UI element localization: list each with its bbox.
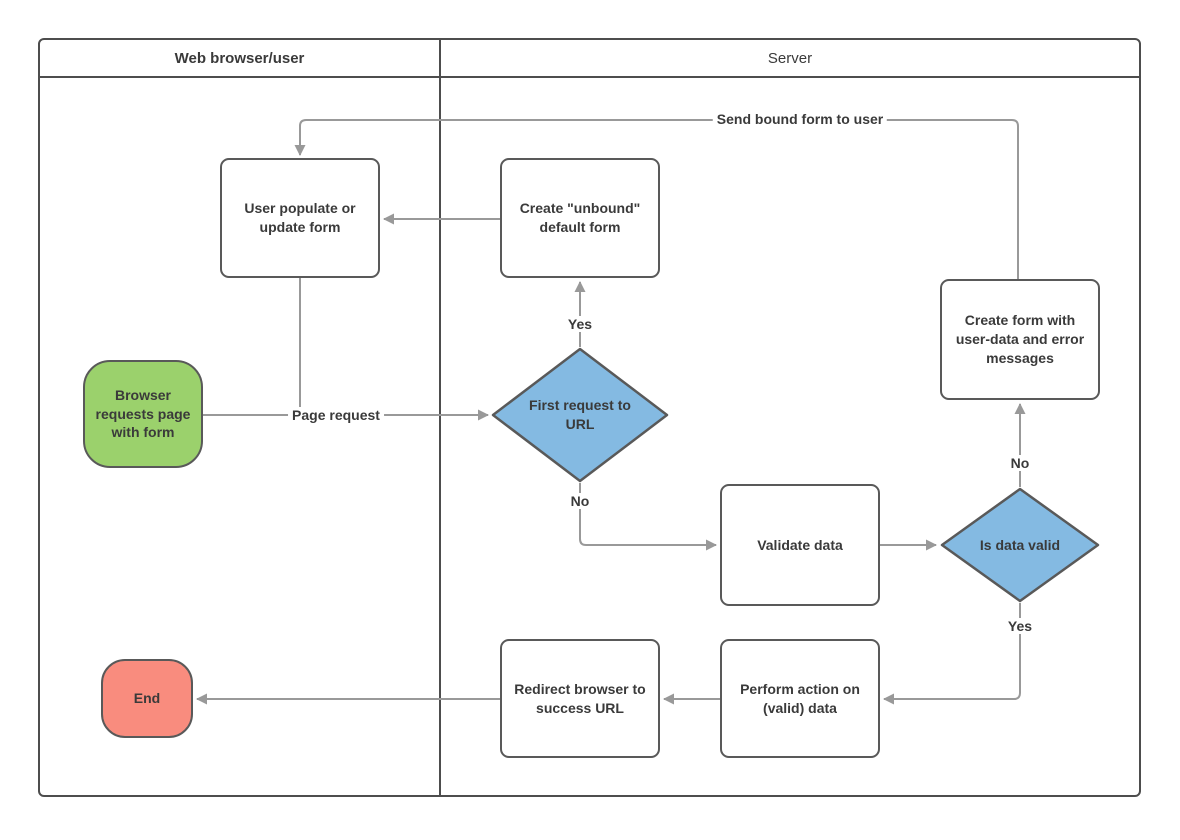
- lane-divider: [439, 38, 441, 797]
- node-create-form-with-errors[interactable]: Create form with user-data and error mes…: [940, 279, 1100, 400]
- swimlane-frame: [38, 38, 1141, 797]
- node-user-populate-form[interactable]: User populate or update form: [220, 158, 380, 278]
- edge-send-bound-form: [294, 119, 1019, 279]
- node-redirect-browser[interactable]: Redirect browser to success URL: [500, 639, 660, 758]
- node-is-data-valid-decision[interactable]: Is data valid: [940, 487, 1100, 603]
- edge-label-yes: Yes: [563, 316, 597, 332]
- node-end[interactable]: End: [101, 659, 193, 738]
- edge-first-request-no: [579, 483, 717, 551]
- node-validate-data[interactable]: Validate data: [720, 484, 880, 606]
- node-label: Is data valid: [979, 536, 1061, 553]
- node-label: Create "unbound" default form: [519, 200, 641, 235]
- node-label: Create form with user-data and error mes…: [955, 312, 1085, 366]
- node-label: First request to URL: [529, 397, 631, 432]
- node-perform-action[interactable]: Perform action on (valid) data: [720, 639, 880, 758]
- edge-label-no: No: [1006, 455, 1034, 471]
- edge-label-page-request: Page request: [288, 407, 384, 423]
- edge-label-yes: Yes: [1003, 618, 1037, 634]
- diamond-shape: [940, 487, 1100, 603]
- lane-label-browser: Web browser/user: [174, 49, 305, 67]
- node-label: Validate data: [757, 536, 843, 553]
- lane-header-server: Server: [441, 40, 1139, 76]
- lane-header-web-browser-user: Web browser/user: [40, 40, 439, 76]
- diamond-shape: [491, 347, 669, 483]
- edge-valid-yes: [883, 603, 1021, 705]
- node-label: Redirect browser to success URL: [514, 680, 646, 716]
- node-browser-requests-page[interactable]: Browser requests page with form: [83, 360, 203, 468]
- node-label: End: [133, 690, 161, 707]
- node-create-unbound-form[interactable]: Create "unbound" default form: [500, 158, 660, 278]
- lane-header-separator: [38, 76, 1141, 78]
- node-label: Perform action on (valid) data: [740, 680, 860, 716]
- edge-label-no: No: [566, 493, 594, 509]
- node-first-request-decision[interactable]: First request to URL: [491, 347, 669, 483]
- lane-label-server: Server: [767, 49, 813, 67]
- node-label: Browser requests page with form: [95, 386, 191, 441]
- edge-label-send-bound-form: Send bound form to user: [712, 111, 888, 127]
- node-label: User populate or update form: [244, 200, 356, 235]
